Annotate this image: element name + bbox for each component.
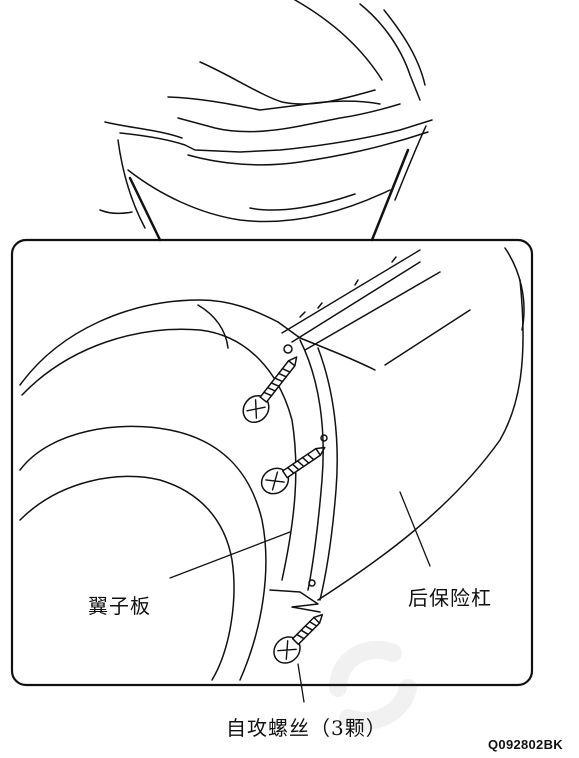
detail-frame [10,238,534,687]
figure-code: Q092802BK [488,737,563,752]
rear-bumper-panel [277,321,376,371]
self-tapping-screw-icon [242,356,298,424]
fender-label: 翼子板 [88,594,151,618]
rear-bumper-label: 后保险杠 [408,586,492,610]
watermark-logo [329,640,417,731]
wheel-outline [19,425,267,681]
fender-panel [19,299,279,386]
car-rear-overview [99,0,433,242]
self-tapping-screw-icon [260,446,326,495]
screws-label: 自攻螺丝（3颗） [226,716,387,740]
detail-content [19,247,525,703]
self-tapping-screw-icon [273,613,324,664]
